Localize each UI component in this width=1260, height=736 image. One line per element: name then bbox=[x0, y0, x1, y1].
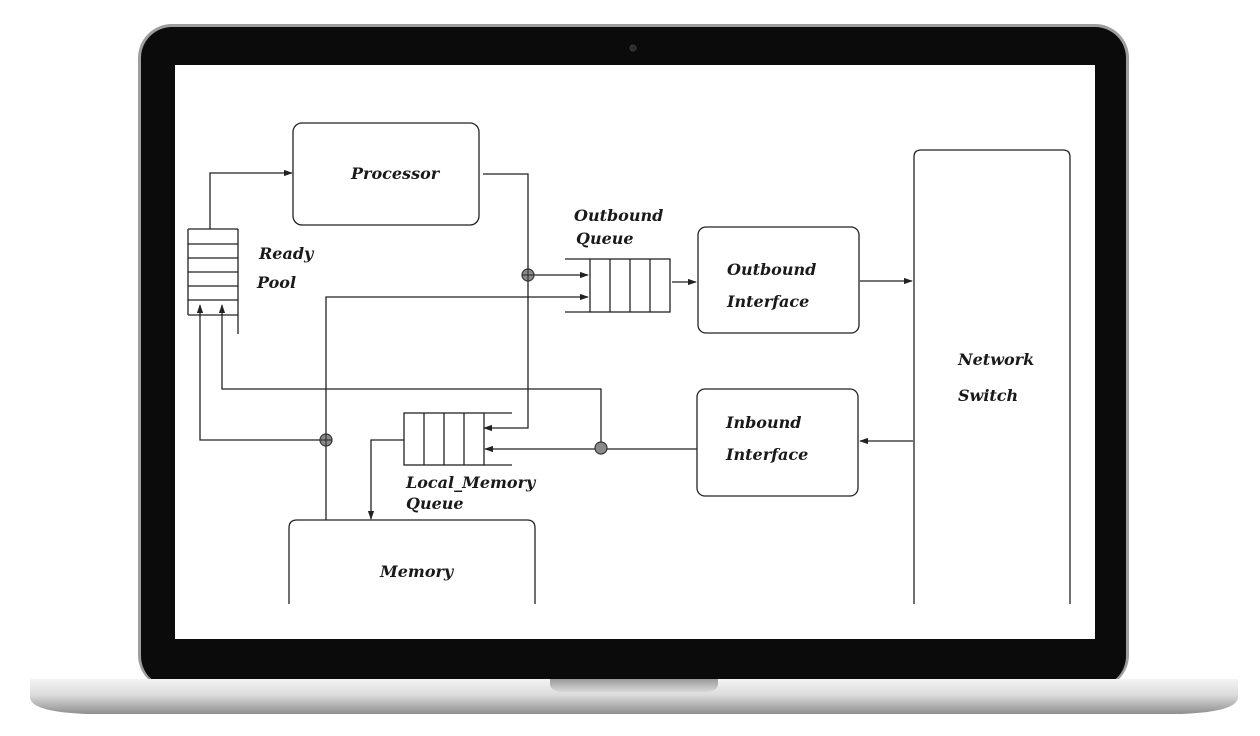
network-switch-box bbox=[913, 149, 1071, 604]
processor-label: Processor bbox=[350, 164, 441, 183]
camera-icon bbox=[629, 44, 637, 52]
network-label: Network bbox=[957, 350, 1034, 369]
laptop-base bbox=[30, 679, 1238, 714]
outbound-queue-label-1: Outbound bbox=[574, 206, 663, 225]
switch-label: Switch bbox=[958, 386, 1018, 405]
inbound-interface-label-1: Inbound bbox=[725, 413, 801, 432]
memory-label: Memory bbox=[379, 562, 455, 581]
memory-to-ready-arrow bbox=[196, 304, 326, 441]
laptop-notch bbox=[550, 679, 718, 692]
processor-box bbox=[292, 122, 480, 226]
diagram bbox=[187, 122, 1071, 604]
outbound-interface-label-2: Interface bbox=[726, 292, 809, 311]
ready-to-processor-arrow bbox=[209, 169, 293, 229]
ready-pool-stack bbox=[187, 228, 239, 334]
pool-label: Pool bbox=[256, 273, 296, 292]
outbound-interface-label-1: Outbound bbox=[727, 260, 816, 279]
local-queue-to-memory-arrow bbox=[367, 439, 404, 520]
inbound-interface-label-2: Interface bbox=[725, 445, 808, 464]
outbound-queue bbox=[565, 258, 671, 313]
outbound-interface-box bbox=[697, 226, 860, 334]
processor-output-line bbox=[483, 173, 529, 432]
screen bbox=[175, 65, 1095, 639]
junction-nodes bbox=[319, 268, 608, 455]
ready-label: Ready bbox=[258, 244, 315, 263]
local-memory-queue bbox=[403, 412, 512, 466]
local-memory-queue-label-2: Queue bbox=[406, 494, 464, 513]
local-memory-queue-label-1: Local_Memory bbox=[405, 473, 537, 492]
inbound-interface-box bbox=[696, 388, 859, 497]
outbound-queue-label-2: Queue bbox=[576, 229, 634, 248]
memory-box bbox=[288, 519, 536, 604]
junction-inbound bbox=[594, 441, 608, 455]
inbound-to-ready-arrow bbox=[218, 304, 602, 449]
